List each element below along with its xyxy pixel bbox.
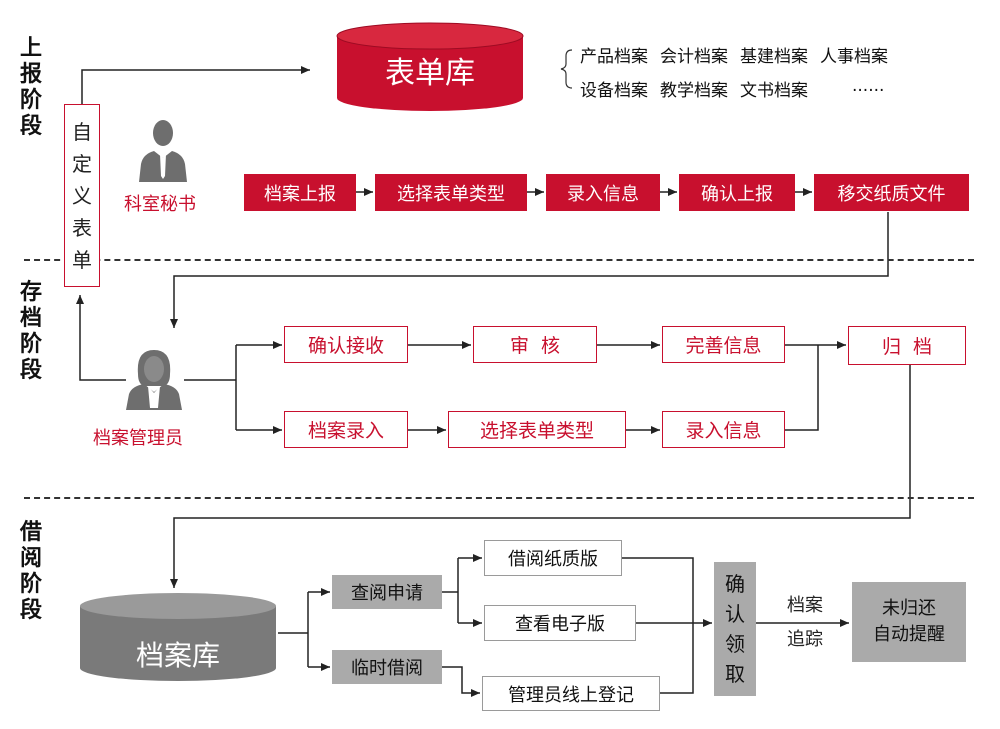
step-confirm-receive: 确认接收 <box>284 326 408 363</box>
secretary-avatar-icon <box>139 120 187 182</box>
archivist-avatar-icon <box>126 350 182 410</box>
step-transfer-paper: 移交纸质文件 <box>814 174 969 211</box>
option-online-register: 管理员线上登记 <box>482 676 660 711</box>
archive-db-label: 档案库 <box>135 639 220 672</box>
option-paper: 借阅纸质版 <box>484 540 622 576</box>
stage-separator <box>24 497 974 499</box>
role-archivist: 档案管理员 <box>93 428 183 449</box>
role-secretary: 科室秘书 <box>124 194 196 215</box>
step-enter-info: 录入信息 <box>662 411 785 448</box>
category-item: 基建档案 <box>740 47 808 67</box>
step-confirm-report: 确认上报 <box>679 174 795 211</box>
track-label: 档案 追踪 <box>787 595 823 650</box>
option-electronic: 查看电子版 <box>484 605 636 641</box>
category-item: 教学档案 <box>660 81 728 101</box>
form-db-label: 表单库 <box>385 56 475 91</box>
custom-form-box: 自 定 义 表 单 <box>64 104 100 287</box>
stage-label-borrow: 借阅阶段 <box>19 520 42 623</box>
step-archive-entry: 档案录入 <box>284 411 408 448</box>
category-item: 设备档案 <box>580 81 648 101</box>
step-temp-borrow: 临时借阅 <box>332 650 442 684</box>
category-item: 产品档案 <box>580 47 648 67</box>
step-enter-info: 录入信息 <box>546 174 660 211</box>
step-archive: 归 档 <box>848 326 966 365</box>
step-complete-info: 完善信息 <box>662 326 785 363</box>
category-item: 人事档案 <box>820 47 888 67</box>
step-review: 审 核 <box>473 326 597 363</box>
step-report: 档案上报 <box>244 174 356 211</box>
category-item: 会计档案 <box>660 47 728 67</box>
step-select-form: 选择表单类型 <box>375 174 527 211</box>
form-db-cylinder-icon <box>336 22 524 111</box>
category-row: 产品档案 会计档案 基建档案 人事档案 <box>580 42 888 67</box>
stage-label-store: 存档阶段 <box>19 280 42 383</box>
category-row: 设备档案 教学档案 文书档案 ...... <box>580 76 884 101</box>
step-apply: 查阅申请 <box>332 575 442 609</box>
stage-separator <box>24 259 974 261</box>
archive-db-cylinder-icon <box>80 593 276 681</box>
step-auto-remind: 未归还 自动提醒 <box>852 582 966 662</box>
category-item: 文书档案 <box>740 81 808 101</box>
step-select-form-type: 选择表单类型 <box>448 411 626 448</box>
category-item: ...... <box>852 76 885 96</box>
step-confirm-collect: 确 认 领 取 <box>714 562 756 696</box>
stage-label-report: 上报阶段 <box>19 36 42 139</box>
